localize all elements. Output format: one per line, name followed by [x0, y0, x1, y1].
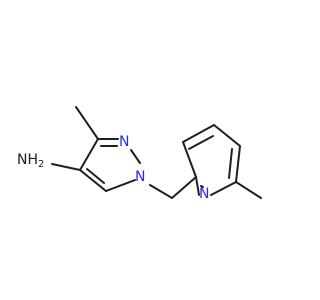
pyrazole-n2-label: N [119, 134, 129, 150]
bond-py-c6-n [210, 181, 237, 196]
amine-label-subscript: 2 [38, 159, 44, 170]
bond-py-c3-c4-double-b [188, 135, 214, 150]
amine-label-main: NH [17, 152, 38, 168]
bond-py-c5-c6-double-b [228, 148, 233, 179]
bond-py-c4-c5 [213, 124, 241, 147]
structure-drawing: NH2 N N N [17, 106, 262, 202]
molecule-diagram: NH2 N N N [17, 106, 262, 202]
bond-c5-c4-double-a [79, 169, 107, 192]
bond-methyl-c3 [75, 106, 99, 140]
bond-py-n-c2-double-a [195, 176, 200, 196]
bond-c4-c3 [79, 138, 99, 171]
bond-n2-n1 [130, 149, 141, 164]
atom-label-layer: NH2 N N N [17, 134, 209, 202]
pyridine-n-label: N [199, 186, 209, 202]
bond-c4-amine [51, 163, 81, 171]
pyrazole-n1-label: N [135, 169, 145, 185]
bond-c5-c4-double-b [86, 168, 105, 184]
bond-n1-ch2 [149, 184, 173, 199]
bond-layer [51, 106, 262, 199]
bond-py-c5-c6-double-a [235, 145, 241, 183]
bond-py-c3-c4-double-a [182, 124, 215, 143]
bond-py-n-c2-double-b [200, 185, 204, 188]
bond-py-methyl [235, 181, 262, 199]
bond-ch2-pyridine [171, 176, 197, 199]
amine-label: NH2 [17, 152, 44, 170]
bond-n1-c5 [105, 179, 136, 192]
bond-py-c2-c3 [182, 141, 197, 178]
